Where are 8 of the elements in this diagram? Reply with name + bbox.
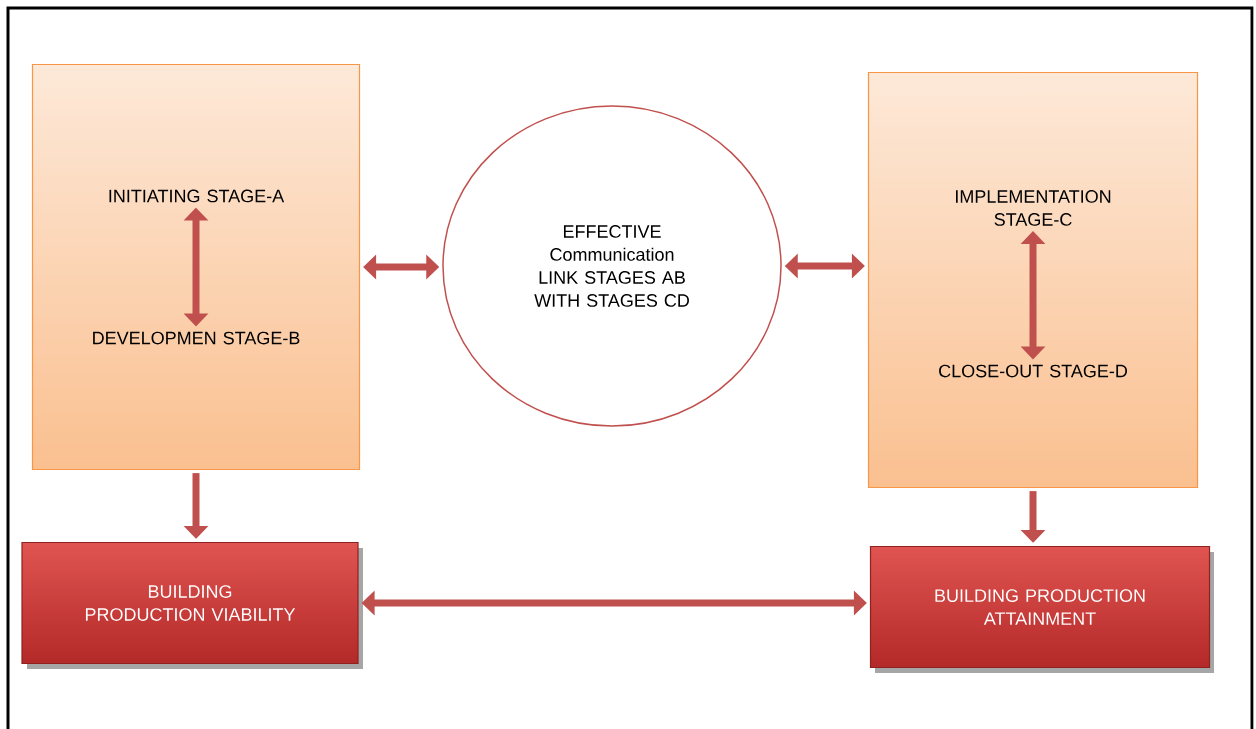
stage-label: IMPLEMENTATION STAGE-C bbox=[956, 190, 1111, 226]
outcome-box: BUILDING PRODUCTION ATTAINMENT bbox=[869, 545, 1214, 673]
stage-box bbox=[867, 71, 1199, 489]
stage-label: DEVELOPMEN STAGE-B bbox=[93, 331, 300, 345]
outcome-box: BUILDING PRODUCTION VIABILITY bbox=[21, 541, 363, 669]
stage-label: CLOSE-OUT STAGE-D bbox=[939, 364, 1127, 378]
stage-label: INITIATING STAGE-A bbox=[109, 189, 285, 203]
stage-box bbox=[31, 63, 361, 471]
